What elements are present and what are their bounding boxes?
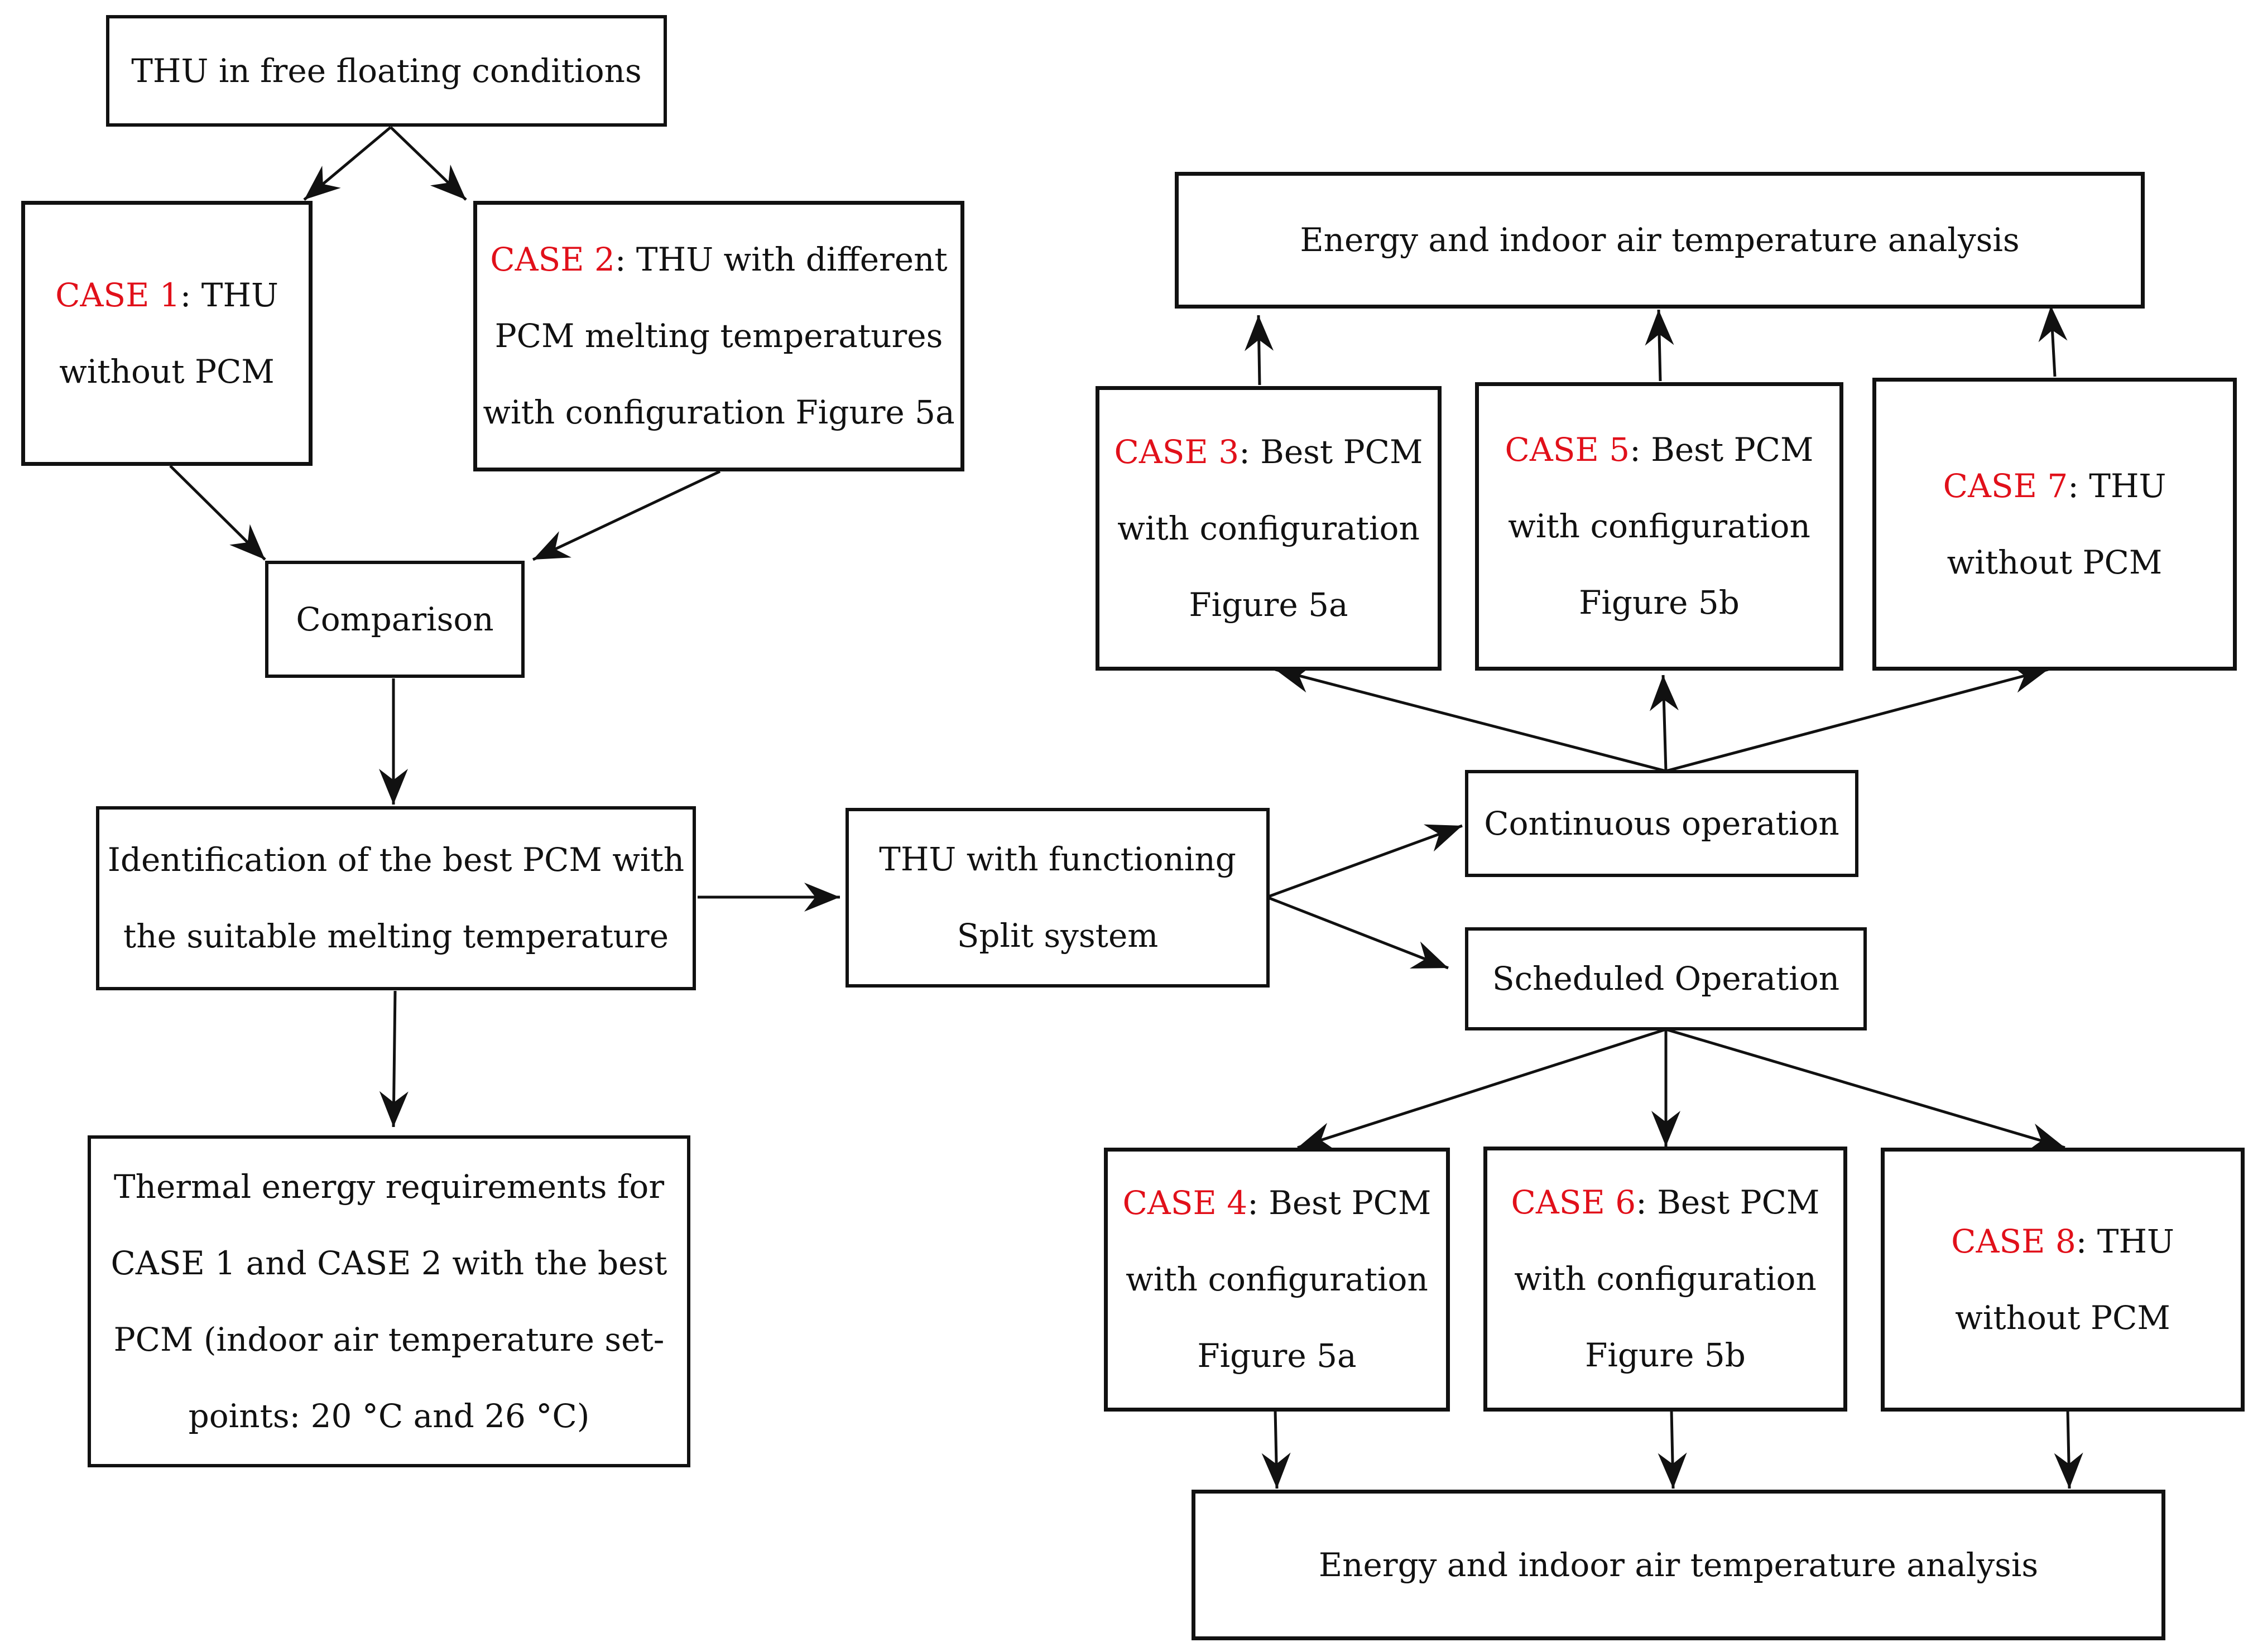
case5-title-rest: : Best PCM — [1630, 431, 1814, 469]
case1-line: without PCM — [59, 352, 275, 391]
thermal-line-2: CASE 1 and CASE 2 with the best — [111, 1244, 667, 1282]
case8-box: CASE 8: THU without PCM — [1881, 1148, 2245, 1412]
case2-line-1: PCM melting temperatures — [494, 317, 943, 355]
arrow-case1-to-comparison — [169, 465, 266, 561]
thermal-requirements-box: Thermal energy requirements for CASE 1 a… — [88, 1135, 690, 1467]
identification-line-2: the suitable melting temperature — [123, 917, 669, 955]
case3-line-2: Figure 5a — [1189, 585, 1348, 624]
continuous-operation-box: Continuous operation — [1465, 770, 1858, 877]
case1-title: CASE 1: THU — [55, 257, 278, 334]
case5-title: CASE 5: Best PCM — [1505, 412, 1814, 488]
case8-line: without PCM — [1955, 1298, 2170, 1337]
free-floating-label: THU in free floating conditions — [131, 51, 642, 90]
case4-label: CASE 4 — [1122, 1184, 1248, 1222]
case5-line-2: Figure 5b — [1579, 584, 1740, 622]
thermal-line-4: points: 20 °C and 26 °C) — [188, 1396, 590, 1435]
identification-line-1: Identification of the best PCM with — [107, 841, 685, 879]
case1-label: CASE 1 — [55, 276, 180, 314]
arrow-case8-to-energy-bottom — [2054, 1410, 2083, 1489]
split-line-2: Split system — [957, 917, 1159, 955]
case4-box: CASE 4: Best PCM with configuration Figu… — [1104, 1148, 1450, 1412]
case2-label: CASE 2 — [490, 240, 615, 278]
arrow-continuous-to-case5 — [1649, 675, 1679, 772]
case8-title-rest: : THU — [2076, 1222, 2174, 1260]
case3-title: CASE 3: Best PCM — [1115, 414, 1423, 490]
case2-line-2: with configuration Figure 5a — [483, 393, 955, 431]
case5-box: CASE 5: Best PCM with configuration Figu… — [1475, 382, 1843, 671]
arrow-case6-to-energy-bottom — [1658, 1410, 1687, 1489]
case3-box: CASE 3: Best PCM with configuration Figu… — [1096, 386, 1442, 671]
case6-line-1: with configuration — [1514, 1260, 1817, 1298]
case4-title-rest: : Best PCM — [1247, 1184, 1431, 1222]
energy-analysis-bottom-box: Energy and indoor air temperature analys… — [1192, 1490, 2165, 1640]
arrow-scheduled-to-case8 — [1665, 1028, 2065, 1152]
case4-line-1: with configuration — [1126, 1260, 1428, 1298]
scheduled-label: Scheduled Operation — [1492, 960, 1840, 998]
arrow-scheduled-to-case4 — [1297, 1028, 1666, 1151]
energy-analysis-top-box: Energy and indoor air temperature analys… — [1175, 172, 2145, 309]
arrow-continuous-to-case7 — [1665, 664, 2049, 773]
case6-line-2: Figure 5b — [1585, 1336, 1746, 1374]
case7-line: without PCM — [1947, 543, 2163, 581]
arrow-case5-to-energy-top — [1645, 309, 1674, 382]
case5-line-1: with configuration — [1508, 507, 1810, 545]
split-line-1: THU with functioning — [879, 840, 1236, 878]
identification-box: Identification of the best PCM with the … — [96, 806, 696, 990]
case6-title: CASE 6: Best PCM — [1511, 1164, 1820, 1241]
arrow-split-to-scheduled — [1266, 895, 1449, 970]
arrow-case7-to-energy-top — [2038, 305, 2068, 377]
arrow-identification-to-thermal — [379, 990, 409, 1128]
comparison-box: Comparison — [265, 561, 525, 678]
free-floating-box: THU in free floating conditions — [106, 15, 667, 127]
case5-label: CASE 5 — [1505, 431, 1630, 469]
energy-bottom-label: Energy and indoor air temperature analys… — [1318, 1545, 2039, 1584]
case6-title-rest: : Best PCM — [1636, 1183, 1820, 1221]
case1-title-rest: : THU — [180, 276, 278, 314]
energy-top-label: Energy and indoor air temperature analys… — [1300, 221, 2020, 259]
arrow-case3-to-energy-top — [1245, 315, 1274, 386]
case7-title: CASE 7: THU — [1943, 448, 2166, 524]
case2-title-rest: : THU with different — [614, 240, 948, 278]
case7-label: CASE 7 — [1943, 466, 2068, 505]
case3-title-rest: : Best PCM — [1239, 432, 1423, 471]
arrow-case2-to-comparison — [532, 470, 721, 561]
case8-label: CASE 8 — [1951, 1222, 2076, 1260]
scheduled-operation-box: Scheduled Operation — [1465, 927, 1867, 1030]
case7-title-rest: : THU — [2068, 466, 2166, 505]
arrow-split-to-continuous — [1266, 824, 1463, 899]
split-system-box: THU with functioning Split system — [846, 808, 1270, 988]
case8-title: CASE 8: THU — [1951, 1203, 2174, 1280]
case4-line-2: Figure 5a — [1197, 1337, 1357, 1375]
arrow-case4-to-energy-bottom — [1261, 1410, 1291, 1489]
case3-line-1: with configuration — [1117, 509, 1420, 547]
arrow-free-to-case1 — [303, 126, 392, 201]
arrow-free-to-case2 — [390, 126, 467, 201]
comparison-label: Comparison — [296, 600, 494, 638]
case3-label: CASE 3 — [1114, 432, 1240, 471]
thermal-line-1: Thermal energy requirements for — [113, 1167, 665, 1206]
case4-title: CASE 4: Best PCM — [1123, 1165, 1431, 1241]
case2-title: CASE 2: THU with different — [490, 221, 947, 298]
thermal-line-3: PCM (indoor air temperature set- — [113, 1320, 665, 1359]
continuous-label: Continuous operation — [1484, 804, 1839, 842]
case2-box: CASE 2: THU with different PCM melting t… — [473, 201, 964, 471]
case6-label: CASE 6 — [1511, 1183, 1636, 1221]
arrow-continuous-to-case3 — [1275, 664, 1666, 773]
case6-box: CASE 6: Best PCM with configuration Figu… — [1483, 1147, 1847, 1412]
case1-box: CASE 1: THU without PCM — [21, 201, 313, 466]
case7-box: CASE 7: THU without PCM — [1872, 378, 2237, 671]
